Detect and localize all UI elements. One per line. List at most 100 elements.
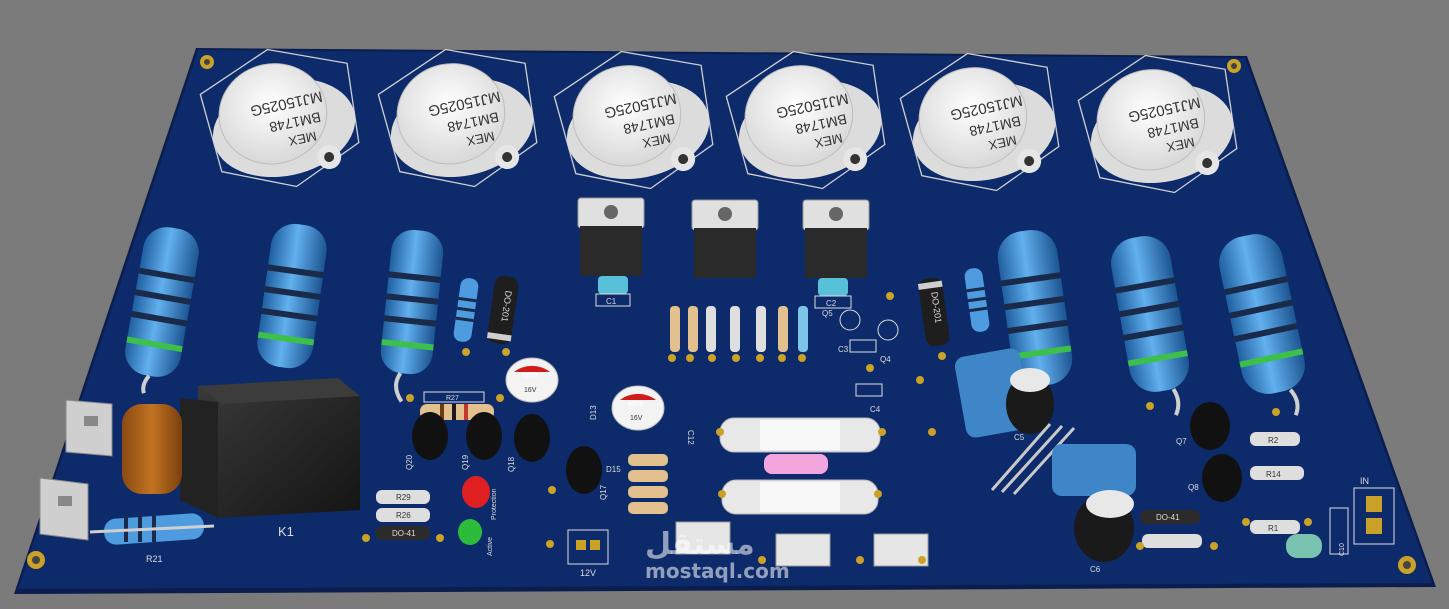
input-connector: IN: [1353, 476, 1395, 545]
signal-resistor-cluster: [670, 306, 808, 352]
watermark-latin: mostaql.com: [645, 559, 790, 583]
svg-text:R27: R27: [446, 395, 459, 402]
blue-film-capacitor: [1052, 444, 1136, 496]
power-resistor: [257, 223, 327, 369]
capacitor-c1: C1: [595, 276, 631, 307]
power-transistor: MEX BM1748 MJ15025G: [199, 48, 360, 188]
svg-text:DO-201: DO-201: [499, 290, 513, 323]
svg-text:IN: IN: [1360, 476, 1369, 486]
mounting-holes: [27, 55, 1416, 574]
resistor-stack: [628, 454, 668, 514]
svg-text:MEX: MEX: [987, 132, 1018, 153]
svg-text:Q19: Q19: [461, 454, 470, 470]
resistor-r17: [1142, 534, 1202, 548]
power-resistor: [380, 229, 444, 403]
resistor-r2: R2: [1250, 432, 1300, 446]
output-tab: [675, 521, 731, 555]
power-resistor: [1111, 236, 1189, 416]
svg-text:R21: R21: [146, 554, 163, 564]
watermark: مستقل mostaql.com: [645, 527, 790, 583]
svg-text:R29: R29: [396, 493, 411, 502]
svg-text:Q7: Q7: [1176, 437, 1187, 446]
led-protection: Protection: [462, 476, 498, 520]
svg-text:C3: C3: [838, 345, 849, 354]
watermark-arabic: مستقل: [645, 527, 755, 562]
diode-d13-label: D13: [589, 405, 598, 420]
to220-transistor: [577, 197, 645, 276]
svg-text:6800: 6800: [628, 401, 644, 408]
to92-transistor-q7: Q7: [1176, 402, 1230, 450]
svg-text:Q4: Q4: [880, 355, 891, 364]
svg-text:R2: R2: [1268, 436, 1279, 445]
svg-text:Protection: Protection: [491, 488, 498, 520]
electrolytic-capacitor-c6: C6: [1074, 490, 1134, 574]
output-tab: [775, 533, 831, 567]
to92-transistor-q8: Q8: [1188, 454, 1242, 502]
svg-text:C5: C5: [1014, 433, 1025, 442]
capacitor-c13: [1286, 534, 1322, 558]
svg-text:Q18: Q18: [507, 456, 516, 472]
capacitor-c10: C10: [1329, 507, 1349, 556]
fuse-holder: [721, 479, 879, 515]
svg-text:Active: Active: [487, 537, 494, 556]
power-transistor: MEX BM1748 MJ15025G: [725, 50, 886, 190]
resistor-r27: R27: [423, 391, 485, 403]
svg-text:C10: C10: [1339, 543, 1346, 556]
svg-text:Q20: Q20: [405, 454, 414, 470]
pink-resistor: [764, 454, 828, 474]
power-resistor: [125, 227, 199, 394]
spade-terminal: [39, 477, 89, 541]
power-resistor: [1219, 234, 1305, 416]
to92-transistor-q19: Q19: [461, 412, 502, 470]
to220-transistor: [802, 199, 870, 278]
small-resistor: [964, 268, 990, 332]
diode-do201-left: DO-201: [486, 275, 519, 345]
small-transistor-q5: Q5: [822, 309, 861, 331]
svg-text:MEX: MEX: [287, 128, 318, 149]
film-capacitor: [122, 404, 182, 494]
solder-pads: [362, 292, 1312, 564]
capacitor-c4: C4: [855, 383, 883, 414]
svg-text:C2: C2: [826, 299, 837, 308]
svg-text:6800: 6800: [522, 373, 538, 380]
power-resistor: [997, 229, 1073, 387]
fuse-holder: [719, 417, 881, 453]
svg-text:DO-41: DO-41: [1156, 513, 1180, 522]
svg-text:MEX: MEX: [465, 128, 496, 149]
to92-transistor-q18: Q18: [507, 414, 550, 472]
svg-text:MEX: MEX: [813, 130, 844, 151]
capacitor-c3: C3: [838, 339, 877, 354]
resistor-r26: R26: [376, 508, 430, 522]
svg-text:16V: 16V: [630, 415, 643, 422]
power-transistor: MEX BM1748 MJ15025G: [1077, 54, 1238, 194]
svg-text:DO-41: DO-41: [392, 529, 416, 538]
diode-do41-left: DO-41: [376, 526, 430, 540]
relay-k1: K1: [180, 378, 360, 539]
svg-text:K1: K1: [278, 524, 294, 539]
svg-text:12V: 12V: [580, 568, 596, 578]
spade-terminal: [65, 399, 113, 457]
capacitor-c2: C2: [814, 278, 852, 309]
resistor-r1: R1: [1250, 520, 1300, 534]
pin-header: [990, 423, 1076, 496]
power-transistor: MEX BM1748 MJ15025G: [553, 50, 714, 190]
diode-do41-right: DO-41: [1140, 510, 1200, 524]
svg-text:C4: C4: [870, 405, 881, 414]
capacitor-c12-label: C12: [686, 430, 695, 445]
power-transistor: MEX BM1748 MJ15025G: [377, 48, 538, 188]
small-resistor: [453, 278, 479, 342]
svg-text:DO-201: DO-201: [929, 291, 943, 324]
electrolytic-capacitor-b: 6800 16V: [611, 385, 665, 431]
diode-do201-right: DO-201: [917, 277, 950, 347]
resistor-r29: R29: [376, 490, 430, 504]
electrolytic-capacitor-a: 6800 16V: [505, 357, 559, 403]
svg-text:R26: R26: [396, 511, 411, 520]
led-active: Active: [458, 519, 494, 556]
small-transistor-q4: Q4: [877, 319, 899, 364]
svg-text:R1: R1: [1268, 524, 1279, 533]
electrolytic-capacitor-c5: C5: [1006, 368, 1054, 442]
svg-text:Q5: Q5: [822, 309, 833, 318]
svg-text:Q8: Q8: [1188, 483, 1199, 492]
diode-d15-label: D15: [606, 465, 621, 474]
to92-transistor-q17: Q17: [566, 446, 608, 500]
